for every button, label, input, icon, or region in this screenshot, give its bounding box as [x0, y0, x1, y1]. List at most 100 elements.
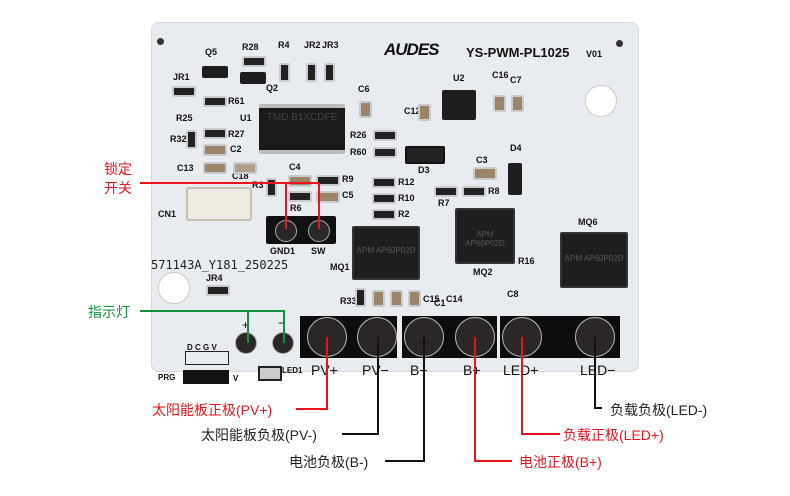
- label-minus: −: [278, 316, 286, 330]
- capacitor: [418, 104, 431, 121]
- capacitor: [316, 191, 340, 203]
- label-q5: Q5: [205, 47, 218, 57]
- label-cn1: CN1: [158, 209, 177, 219]
- label-u2: U2: [453, 73, 465, 83]
- diode-d3: [405, 146, 445, 164]
- label-jr2: JR2: [304, 40, 321, 50]
- header-dcgv: [185, 351, 229, 365]
- label-c18: C18: [232, 171, 249, 181]
- label-r27: R27: [228, 129, 245, 139]
- label-c3: C3: [476, 155, 488, 165]
- capacitor: [408, 290, 421, 307]
- label-gnd1: GND1: [270, 246, 296, 256]
- label-jr1: JR1: [173, 72, 190, 82]
- line-indicator: [140, 310, 285, 343]
- resistor: [306, 63, 317, 82]
- pad-label-led-neg: LED−: [580, 362, 616, 378]
- callout-indicator: 指示灯: [88, 304, 130, 320]
- resistor: [266, 178, 277, 197]
- label-r4: R4: [278, 40, 290, 50]
- label-d4: D4: [510, 143, 522, 153]
- label-r9: R9: [342, 174, 354, 184]
- pad-label-pv-pos: PV+: [311, 362, 338, 378]
- pad-led-plus[interactable]: [235, 332, 257, 354]
- label-c14: C14: [446, 294, 463, 304]
- transistor-q5: [202, 66, 228, 78]
- line-pv-neg: [342, 337, 379, 435]
- label-c12: C12: [404, 106, 421, 116]
- label-r25: R25: [176, 113, 193, 123]
- callout-led-pos: 负载正极(LED+): [563, 427, 664, 443]
- callout-pv-pos: 太阳能板正极(PV+): [152, 402, 273, 418]
- callout-b-pos: 电池正极(B+): [519, 454, 602, 470]
- label-dcgv: D C G V: [187, 343, 217, 352]
- line-b-pos: [474, 337, 512, 462]
- label-sw: SW: [311, 246, 326, 256]
- label-c15: C15: [423, 294, 440, 304]
- capacitor: [372, 290, 385, 307]
- mount-hole: [585, 85, 617, 117]
- mosfet-mq6: APM AP60P02D: [560, 232, 628, 288]
- label-u1: U1: [240, 113, 252, 123]
- label-jr3: JR3: [322, 40, 339, 50]
- resistor: [203, 96, 227, 107]
- label-r26: R26: [350, 130, 367, 140]
- line-led-pos: [521, 337, 560, 435]
- label-mq6: MQ6: [578, 217, 598, 227]
- callout-b-neg: 电池负极(B-): [289, 454, 369, 470]
- line-b-neg: [385, 337, 425, 462]
- label-c16: C16: [492, 70, 509, 80]
- connector-cn1[interactable]: [186, 187, 252, 221]
- line-led-neg: [594, 337, 602, 409]
- line-lock-switch: [140, 182, 320, 229]
- label-r33: R33: [340, 296, 357, 306]
- label-r60: R60: [350, 147, 367, 157]
- resistor: [172, 86, 196, 97]
- resistor: [316, 175, 340, 186]
- resistor: [206, 285, 230, 296]
- version-label: V01: [586, 49, 603, 59]
- label-r2: R2: [398, 209, 410, 219]
- resistor: [288, 191, 312, 202]
- mosfet-mq1: APM AP60P02D: [352, 226, 420, 280]
- capacitor: [390, 290, 403, 307]
- label-r7: R7: [438, 198, 450, 208]
- model-label: YS-PWM-PL1025: [466, 45, 570, 60]
- label-mq2: MQ2: [473, 267, 493, 277]
- capacitor: [511, 95, 524, 112]
- label-q2: Q2: [266, 83, 279, 93]
- resistor: [372, 209, 396, 220]
- mount-hole: [158, 272, 190, 304]
- pad-label-b-pos: B+: [463, 362, 481, 378]
- header-prg: [183, 370, 229, 384]
- label-r12: R12: [398, 177, 415, 187]
- resistor: [372, 177, 396, 188]
- resistor: [242, 56, 266, 67]
- mount-dot: [157, 38, 164, 45]
- ic-u1: TMD B1XCDFE: [259, 104, 345, 154]
- mosfet-mq2: APM AP60P02D: [455, 208, 515, 264]
- label-c13: C13: [177, 163, 194, 173]
- resistor: [279, 63, 290, 82]
- label-v: V: [233, 374, 239, 383]
- led1: [258, 366, 282, 381]
- capacitor: [473, 167, 497, 180]
- capacitor: [203, 144, 227, 156]
- capacitor: [233, 162, 257, 174]
- label-c6: C6: [358, 84, 370, 94]
- label-c7: C7: [510, 75, 522, 85]
- capacitor: [203, 162, 227, 174]
- regulator-u2: [442, 90, 476, 120]
- resistor: [462, 186, 486, 197]
- resistor: [373, 130, 397, 141]
- diode-d4: [508, 163, 522, 195]
- resistor: [355, 288, 366, 307]
- label-r8: R8: [488, 186, 500, 196]
- label-c2: C2: [230, 144, 242, 154]
- pad-label-led-pos: LED+: [503, 362, 539, 378]
- label-r6: R6: [290, 203, 302, 213]
- callout-lock-switch: 锁定 开关: [104, 161, 132, 196]
- label-plus: +: [242, 318, 250, 332]
- label-led1: LED1: [282, 366, 303, 375]
